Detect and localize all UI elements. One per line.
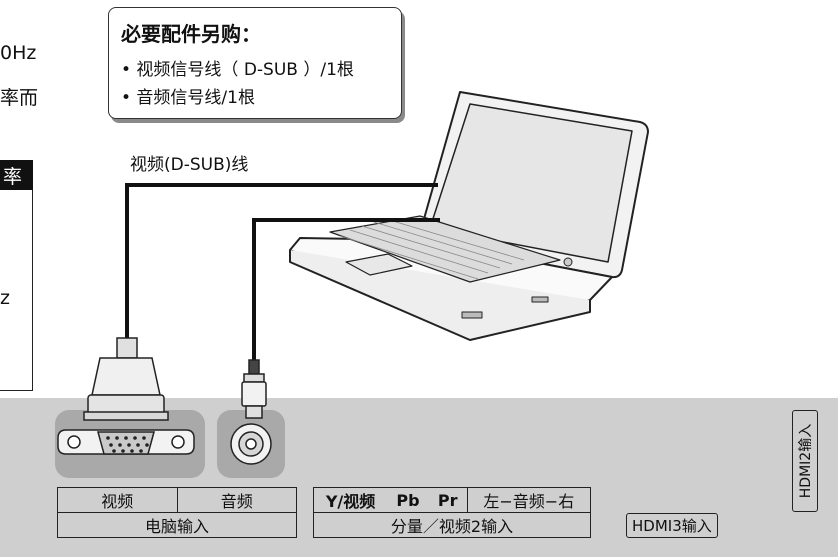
audio-plug-icon	[241, 359, 267, 419]
audio-port-icon	[230, 423, 272, 465]
component-input-group-label: 分量／视频2输入	[313, 512, 591, 538]
table-cell-text: z	[0, 287, 10, 309]
note-item-audio-cable: • 音频信号线/1根	[121, 88, 255, 108]
left-fragment-text-1: 0Hz	[0, 42, 37, 64]
hdmi2-input-label-box: HDMI2输入	[792, 410, 818, 512]
vga-cable	[125, 183, 438, 350]
video-cable-label: 视频(D-SUB)线	[130, 155, 249, 175]
vga-plug-icon	[83, 337, 169, 421]
table-header-text: 率	[3, 166, 23, 188]
audio-cable	[252, 218, 440, 368]
component-pr-label: Pr	[428, 487, 468, 513]
note-item-video-cable: • 视频信号线（ D-SUB ）/1根	[121, 60, 354, 80]
component-audio-label: 左−音频−右	[466, 487, 592, 513]
vga-port-icon	[57, 429, 195, 455]
laptop-icon	[289, 91, 649, 341]
cropped-table-header: 率	[0, 160, 33, 190]
hdmi2-input-label: HDMI2输入	[798, 423, 814, 499]
note-title: 必要配件另购：	[121, 22, 261, 46]
cropped-table-edge	[0, 160, 33, 391]
component-y-video-label: Y/视频	[313, 487, 388, 513]
component-pb-label: Pb	[387, 487, 429, 513]
cables	[125, 183, 440, 368]
pc-input-group-label: 电脑输入	[57, 512, 297, 538]
left-fragment-text-2: 率而	[0, 87, 39, 109]
accessories-note-box: 必要配件另购： • 视频信号线（ D-SUB ）/1根 • 音频信号线/1根	[108, 7, 402, 119]
pc-video-label: 视频	[57, 487, 178, 513]
hdmi3-input-label: HDMI3输入	[626, 513, 718, 538]
pc-input-label-table: 视频 音频 电脑输入	[57, 487, 297, 538]
component-input-label-table: Y/视频 Pb Pr 左−音频−右 分量／视频2输入	[313, 487, 592, 538]
pc-audio-label: 音频	[176, 487, 297, 513]
